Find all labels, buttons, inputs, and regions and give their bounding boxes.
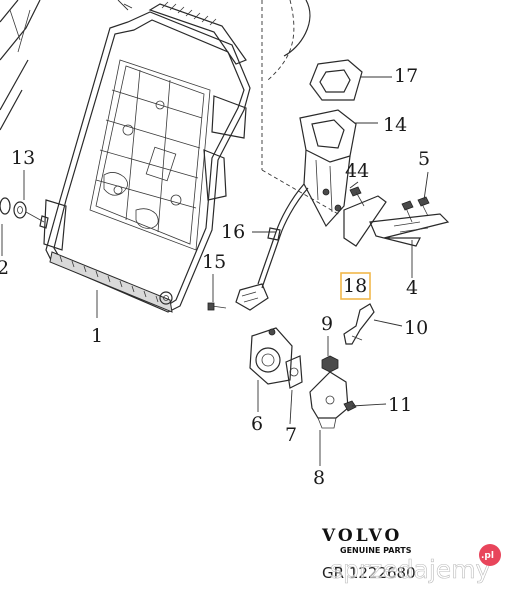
bolt-44 [349, 186, 365, 207]
washer-2 [0, 197, 11, 215]
callout-9: 9 [321, 313, 333, 335]
callout-44: 44 [345, 160, 369, 182]
watermark-text: sprzedajemy [330, 555, 491, 584]
watermark-badge [479, 544, 501, 566]
callout-15: 15 [202, 251, 226, 273]
callout-14: 14 [383, 114, 407, 136]
callout-18: 18 [343, 275, 367, 297]
assembly-boundary-lower [261, 169, 341, 216]
highlight-box-18 [340, 272, 371, 300]
brand-name: VOLVO [321, 526, 402, 546]
callout-10: 10 [404, 317, 428, 339]
leader-lines [1, 76, 429, 466]
spacer-washer [285, 355, 303, 389]
release-cable [235, 183, 309, 311]
brand-block: VOLVO GENUINE PARTS GR 1222680 [321, 526, 416, 582]
callout-labels: 17 14 44 5 16 4 18 15 13 2 1 10 9 11 6 7… [0, 65, 430, 489]
assembly-boundary-arc [267, 0, 295, 81]
callout-5: 5 [418, 148, 430, 170]
callout-4: 4 [406, 277, 418, 299]
watermark: sprzedajemy .pl [330, 544, 501, 584]
adjacent-seat-outline [0, 0, 41, 131]
callout-8: 8 [313, 467, 325, 489]
callout-11: 11 [388, 394, 412, 416]
latch-housing [299, 109, 387, 247]
seat-back-frame [43, 1, 251, 313]
part-number: GR 1222680 [322, 564, 416, 582]
brand-tagline: GENUINE PARTS [340, 546, 412, 555]
nut-9 [321, 355, 339, 373]
washer-13 [13, 201, 49, 229]
detail-arrow [117, 0, 133, 11]
callout-6: 6 [251, 413, 263, 435]
detail-arc [283, 0, 311, 57]
bracket-4 [369, 196, 450, 247]
screw-15 [207, 302, 227, 311]
callout-2: 2 [0, 257, 9, 279]
hinge-bracket-8 [309, 371, 349, 429]
callout-7: 7 [285, 424, 297, 446]
recliner-motor [249, 327, 293, 385]
callout-16: 16 [221, 221, 245, 243]
callout-17: 17 [394, 65, 418, 87]
callout-1: 1 [91, 325, 103, 347]
callout-13: 13 [11, 147, 35, 169]
watermark-badge-text: .pl [481, 551, 494, 561]
latch-cover [309, 59, 363, 101]
clip-10 [343, 303, 375, 345]
bolt-11 [343, 400, 357, 412]
